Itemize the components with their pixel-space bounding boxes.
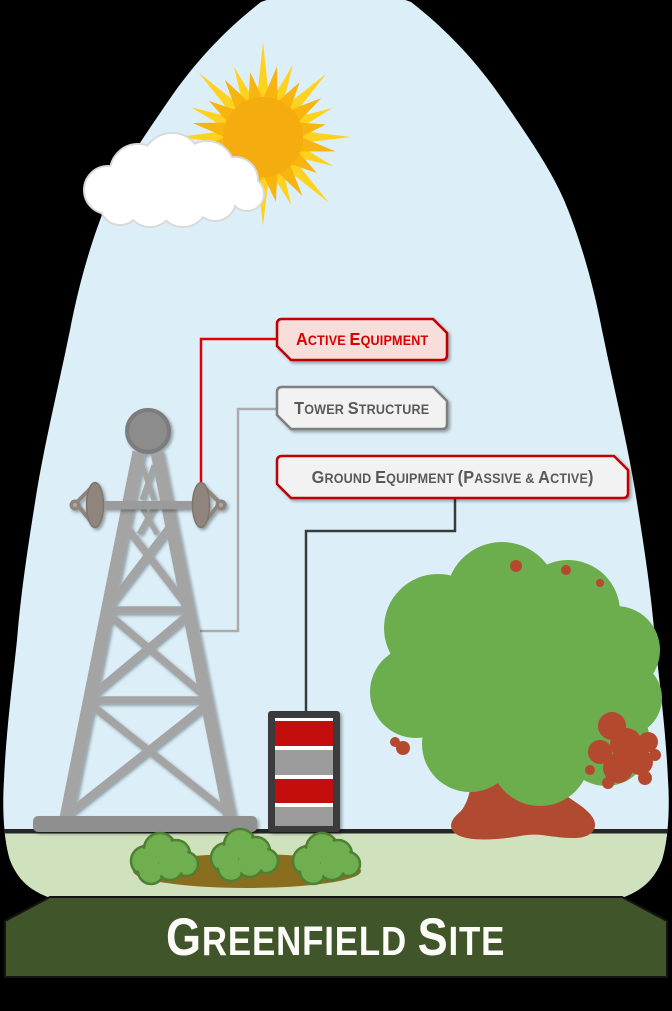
tree-icon — [370, 542, 662, 840]
connector-line-active-equipment — [199, 337, 277, 483]
cloud-icon — [83, 132, 265, 228]
antenna-bar — [92, 501, 204, 510]
connector-line-tower-structure — [200, 407, 277, 633]
microwave-dish-icon-right — [191, 481, 227, 529]
tree-red-foliage — [390, 560, 661, 789]
callout-box-active-equipment — [275, 317, 449, 362]
bush-icon-2 — [209, 827, 280, 883]
tower-base-plate — [33, 816, 257, 832]
title-banner — [4, 896, 668, 978]
connector-line-ground-equipment — [304, 498, 457, 713]
equipment-cabinet-icon — [268, 711, 340, 832]
bush-icon-3 — [291, 831, 362, 886]
antenna-assembly — [69, 481, 227, 529]
lattice-tower-icon — [33, 408, 257, 832]
microwave-dish-icon-left — [69, 481, 105, 529]
callout-box-tower-structure — [275, 385, 449, 431]
tower-top-drum — [125, 408, 171, 454]
tree-canopy — [370, 542, 662, 806]
bush-icon-1 — [129, 831, 200, 886]
callout-box-ground-equipment — [275, 454, 630, 500]
